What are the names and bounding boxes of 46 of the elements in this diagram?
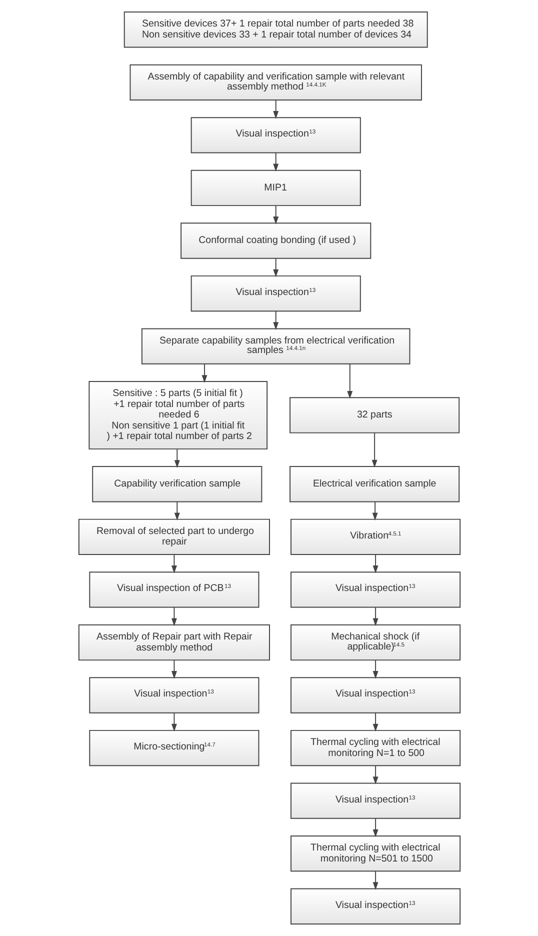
arrow <box>170 607 176 626</box>
arrow <box>372 818 378 838</box>
arrow <box>372 554 378 574</box>
node-box: Visual inspection$^{13}$ <box>290 888 460 924</box>
arrow <box>372 660 378 679</box>
arrow <box>272 258 278 278</box>
arrow <box>170 660 176 679</box>
node-box: Capability verification sample <box>92 466 262 502</box>
arrow <box>272 100 278 119</box>
node-box: Separate capability samples from electrical verification samples $^{14.4.1n}$ <box>140 328 410 364</box>
node-box: Mechanical shock (if applicable)$^{14.5}$ <box>290 624 460 661</box>
arrow <box>371 432 377 468</box>
arrow <box>372 765 378 784</box>
arrow <box>346 364 352 399</box>
node-box: Assembly of capability and verification sample with relevant assembly method $^{14.4.1K}$ <box>129 64 422 100</box>
node-box: Thermal cycling with electrical monitoring N=1 to 500 <box>290 730 460 766</box>
node-box: MIP1 <box>190 170 360 206</box>
node-box: Visual inspection$^{13}$ <box>290 677 460 714</box>
node-box: Visual inspection$^{13}$ <box>190 275 360 312</box>
arrow <box>170 554 176 574</box>
node-box: Visual inspection$^{13}$ <box>88 677 259 714</box>
node-box: Sensitive devices 37+ 1 repair total number of parts needed 38 Non sensitive devices 33 + 1 repair total number of devices 34 <box>123 12 428 48</box>
arrow <box>174 448 180 468</box>
node-box: Visual inspection$^{13}$ <box>290 782 460 819</box>
arrow <box>201 364 207 383</box>
node-box: Visual inspection of PCB$^{13}$ <box>88 572 259 608</box>
arrow <box>372 870 378 890</box>
node-box: Visual inspection$^{13}$ <box>190 117 360 154</box>
node-box: Visual inspection$^{13}$ <box>290 572 460 608</box>
arrow <box>372 607 378 626</box>
node-box: Micro-sectioning$^{14.7}$ <box>88 730 259 766</box>
node-box: Conformal coating bonding (if used ) <box>180 222 371 259</box>
node-box: Assembly of Repair part with Repair assembly method <box>78 624 270 661</box>
arrow <box>174 502 180 521</box>
arrow <box>272 310 278 330</box>
node-box: Thermal cycling with electrical monitoring N=501 to 1500 <box>290 836 460 872</box>
node-box: Removal of selected part to undergo repair <box>78 518 270 555</box>
arrow <box>272 205 278 224</box>
node-box: Sensitive : 5 parts (5 initial fit ) +1 repair total number of parts needed 6 Non sensitive 1 part (1 initial fit ) +1 repair total number of parts 2 <box>88 381 268 450</box>
arrow <box>372 712 378 732</box>
node-box: Vibration$^{4.5.1}$ <box>290 518 460 555</box>
arrow <box>170 712 176 732</box>
node-box: 32 parts <box>289 397 460 434</box>
arrow <box>372 502 378 521</box>
node-box: Electrical verification sample <box>289 466 460 502</box>
arrow <box>272 152 278 172</box>
